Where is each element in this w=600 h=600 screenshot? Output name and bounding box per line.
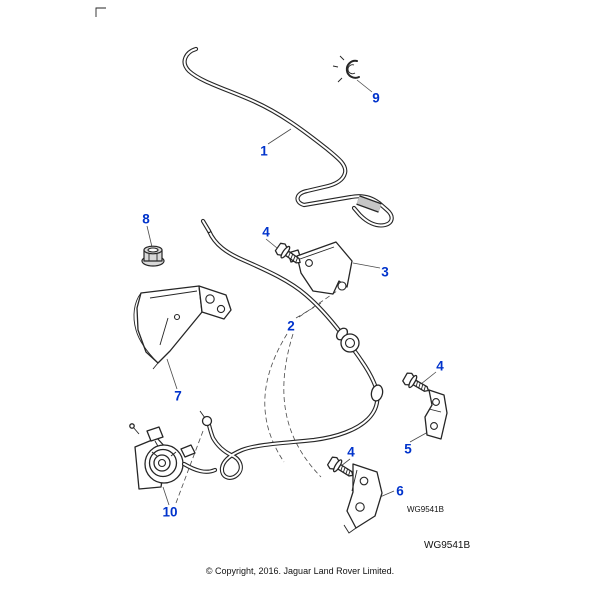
part-label-3[interactable]: 3: [381, 264, 389, 280]
diagram-code-inline: WG9541B: [407, 505, 444, 514]
part-3-bracket-drawing: [287, 241, 353, 295]
part-label-4[interactable]: 4: [436, 358, 444, 374]
part-label-2[interactable]: 2: [287, 318, 295, 334]
part-label-1[interactable]: 1: [260, 143, 268, 159]
part-9-clip-drawing: [332, 55, 360, 83]
part-label-4[interactable]: 4: [262, 224, 270, 240]
part-label-4[interactable]: 4: [347, 444, 355, 460]
part-label-9[interactable]: 9: [372, 90, 380, 106]
diagram-code: WG9541B: [424, 540, 471, 551]
part-label-6[interactable]: 6: [396, 483, 404, 499]
part-10-valve-drawing: [129, 423, 218, 490]
part-label-7[interactable]: 7: [174, 388, 182, 404]
part-1-pipe-drawing: [182, 46, 394, 228]
part-7-bracket-drawing: [133, 285, 232, 370]
corner-mark: [95, 7, 106, 17]
part-8-nut-drawing: [141, 245, 165, 267]
part-2-pipe-drawing: [199, 218, 384, 480]
copyright-text: © Copyright, 2016. Jaguar Land Rover Lim…: [205, 566, 395, 576]
part-label-5[interactable]: 5: [404, 441, 412, 457]
part-4-bolt-b-drawing: [400, 370, 433, 398]
part-label-8[interactable]: 8: [142, 211, 150, 227]
part-6-bracket-drawing: [343, 463, 383, 534]
part-label-10[interactable]: 10: [162, 504, 178, 520]
part-5-bracket-drawing: [424, 389, 448, 440]
